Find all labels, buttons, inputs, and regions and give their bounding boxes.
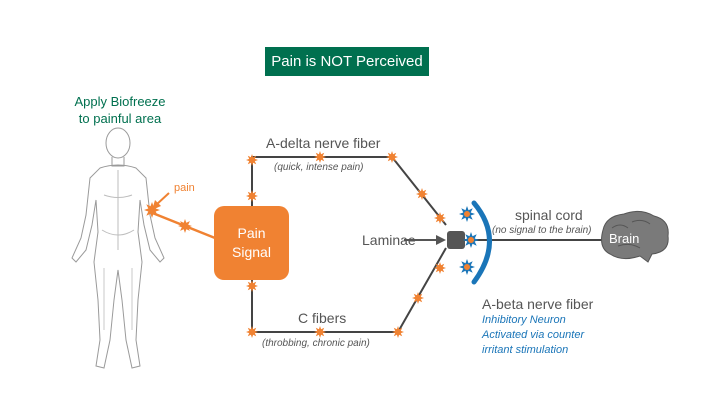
pain-burst-icon <box>434 212 446 224</box>
figure-outline <box>71 164 165 369</box>
a-delta-sublabel: (quick, intense pain) <box>274 162 364 173</box>
brain-icon <box>601 210 669 263</box>
pain-burst-icon <box>412 292 424 304</box>
title-banner: Pain is NOT Perceived <box>265 47 429 76</box>
figure-head <box>105 127 131 159</box>
pain-burst-icon <box>178 219 192 233</box>
inhibitory-burst-icon-core <box>463 263 471 271</box>
a-beta-desc-line-1: Inhibitory Neuron <box>482 314 566 326</box>
figure-muscle-lines <box>101 170 135 250</box>
a-delta-label: A-delta nerve fiber <box>266 135 381 151</box>
brain-label: Brain <box>609 231 640 246</box>
a-beta-desc-line-3: irritant stimulation <box>482 344 569 356</box>
inhibitory-burst-icon-core <box>467 236 475 244</box>
pain-signal-line-1: Pain <box>237 225 266 241</box>
c-fibers-sublabel: (throbbing, chronic pain) <box>262 338 370 349</box>
instruction-line-2: to painful area <box>78 111 162 126</box>
pain-burst-icon <box>392 326 404 338</box>
pain-burst-icon <box>434 262 446 274</box>
instruction-line-1: Apply Biofreeze <box>74 94 166 109</box>
pain-burst-icon <box>246 190 258 202</box>
spinal-cord-sublabel: (no signal to the brain) <box>492 225 592 236</box>
pain-signal-box: Pain Signal <box>214 206 289 280</box>
inhibitory-burst-icon-core <box>463 210 471 218</box>
c-fibers-label: C fibers <box>298 310 347 326</box>
pain-burst-icon <box>416 188 428 200</box>
pain-burst-icon <box>246 280 258 292</box>
spinal-cord-label: spinal cord <box>515 207 583 223</box>
pain-signal-line-2: Signal <box>232 244 271 260</box>
pain-burst-icon <box>144 202 160 218</box>
pain-label: pain <box>174 182 195 194</box>
a-beta-fiber-arc <box>471 200 492 285</box>
laminae-arrow-icon <box>404 235 446 245</box>
a-beta-description: Inhibitory Neuron Activated via counter … <box>482 313 584 358</box>
instruction-text: Apply Biofreeze to painful area <box>60 93 180 127</box>
laminae-label: Laminae <box>362 232 416 248</box>
human-body-figure <box>71 127 165 369</box>
pain-burst-icon <box>314 326 326 338</box>
pain-burst-icon <box>314 151 326 163</box>
pain-burst-icon <box>246 326 258 338</box>
a-beta-desc-line-2: Activated via counter <box>482 329 585 341</box>
laminae-box <box>447 231 465 249</box>
figure-neck <box>111 157 125 167</box>
a-beta-label: A-beta nerve fiber <box>482 296 594 312</box>
pain-burst-icon <box>386 151 398 163</box>
pain-burst-icon <box>246 154 258 166</box>
